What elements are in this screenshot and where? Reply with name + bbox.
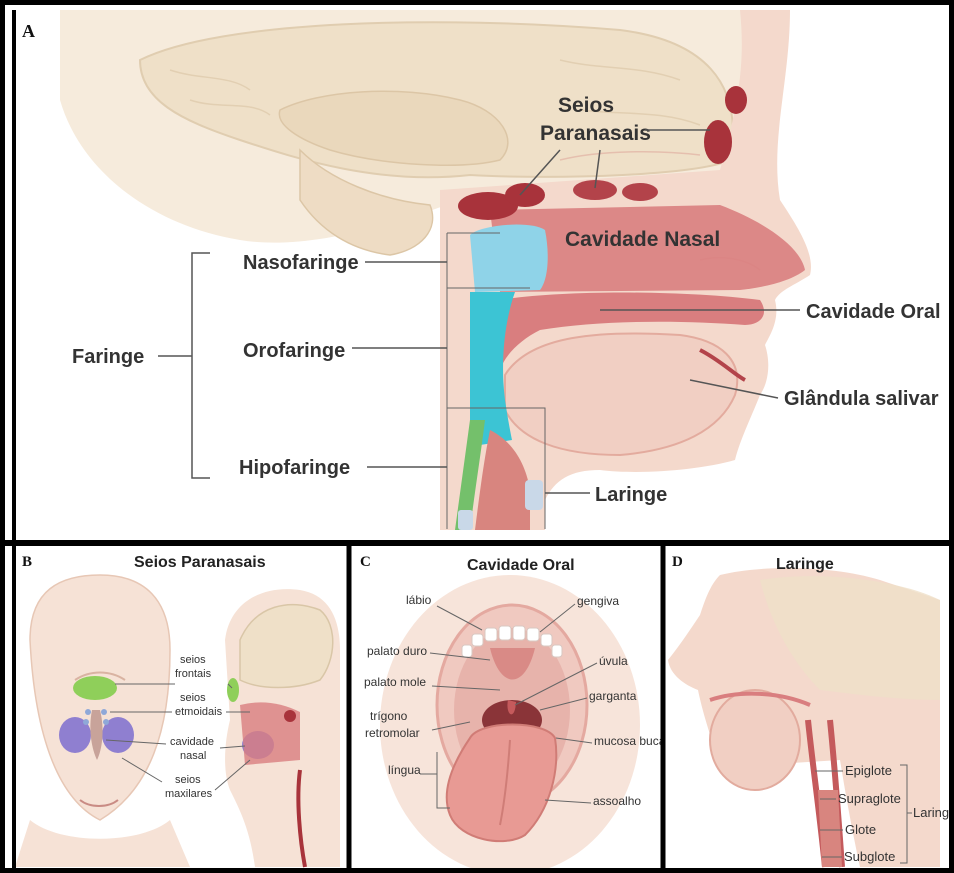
label-glandula-salivar: Glândula salivar	[784, 388, 939, 410]
label-paranasais: Paranasais	[540, 122, 651, 145]
label-uvula: úvula	[599, 654, 628, 668]
label-cavidade-nasal: Cavidade Nasal	[565, 228, 720, 251]
nasopharynx-region	[470, 225, 548, 292]
label-mucosa-bucal: mucosa buca	[594, 734, 666, 748]
label-orofaringe: Orofaringe	[243, 340, 345, 362]
label-seios-maxilares-2: maxilares	[165, 788, 213, 800]
label-cavidade-oral: Cavidade Oral	[806, 301, 941, 323]
panel-b-title: Seios Paranasais	[134, 554, 266, 571]
label-seios: Seios	[558, 94, 614, 117]
label-trigono-2: retromolar	[365, 726, 420, 740]
panel-c-letter: C	[360, 554, 371, 570]
panel-c: C Cavidade Oral lábio gengiva palato dur…	[352, 547, 666, 873]
label-subglote: Subglote	[844, 849, 895, 864]
panel-b: B Seios Paranasais seios frontais seios …	[15, 547, 347, 867]
label-labio: lábio	[406, 593, 432, 607]
label-cavidade-nasal-b-1: cavidade	[170, 736, 214, 748]
panel-d: D Laringe Epiglote Supraglote Glote Subg…	[666, 547, 954, 867]
label-lingua: língua	[388, 763, 421, 777]
panel-a: A Seios Paranasais Cavidade Nasal Nasofa…	[0, 0, 954, 541]
label-seios-frontais-2: frontais	[175, 668, 212, 680]
label-palato-duro: palato duro	[367, 644, 427, 658]
panel-d-title: Laringe	[776, 556, 834, 573]
label-assoalho: assoalho	[593, 794, 641, 808]
panel-a-letter: A	[22, 21, 35, 41]
panel-b-letter: B	[22, 554, 32, 570]
label-seios-etmoidais-1: seios	[180, 692, 206, 704]
label-trigono-1: trígono	[370, 709, 408, 723]
label-garganta: garganta	[589, 689, 637, 703]
panel-c-title: Cavidade Oral	[467, 557, 575, 574]
label-faringe: Faringe	[72, 346, 144, 368]
label-palato-mole: palato mole	[364, 675, 426, 689]
label-supraglote: Supraglote	[838, 791, 901, 806]
label-cavidade-nasal-b-2: nasal	[180, 750, 206, 762]
label-seios-etmoidais-2: etmoidais	[175, 706, 223, 718]
label-seios-maxilares-1: seios	[175, 774, 201, 786]
label-glote: Glote	[845, 822, 876, 837]
label-gengiva: gengiva	[577, 594, 619, 608]
label-hipofaringe: Hipofaringe	[239, 457, 350, 479]
label-seios-frontais-1: seios	[180, 654, 206, 666]
frontal-sinus-shape	[73, 676, 117, 700]
panel-c-mouth-illustration	[380, 575, 640, 873]
label-laringe-a: Laringe	[595, 484, 667, 506]
label-nasofaringe: Nasofaringe	[243, 252, 359, 274]
label-epiglote: Epiglote	[845, 763, 892, 778]
panel-d-letter: D	[672, 554, 683, 570]
label-laringe-d: Laringe	[913, 805, 954, 820]
